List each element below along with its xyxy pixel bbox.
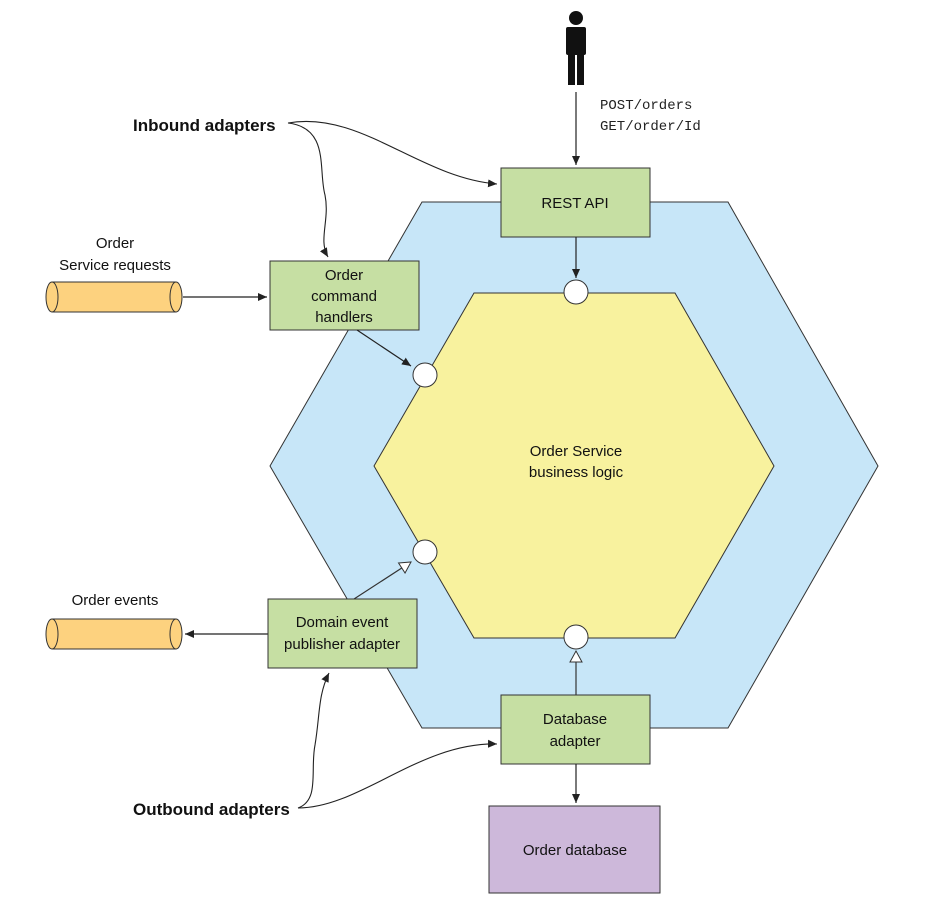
inner-hexagon xyxy=(373,292,775,639)
outbound-to-publisher-curve xyxy=(297,672,330,809)
api-endpoint-post: POST/orders xyxy=(600,98,692,114)
port-upper-left xyxy=(412,362,438,388)
database-adapter-box xyxy=(500,694,651,765)
core-label-line2: business logic xyxy=(529,464,624,481)
requests-label-line2: Service requests xyxy=(59,257,171,274)
core-label-line1: Order Service xyxy=(530,443,623,460)
inbound-to-rest-curve xyxy=(287,120,498,188)
order-events-label: Order events xyxy=(72,592,159,609)
command-label-line1: Order xyxy=(325,267,363,284)
db-adapter-label-line2: adapter xyxy=(550,733,601,750)
handlers-to-port-arrow xyxy=(356,329,412,367)
order-command-handlers-box xyxy=(269,260,420,331)
publisher-label-line1: Domain event xyxy=(296,614,389,631)
port-top xyxy=(563,279,589,305)
outbound-to-db-adapter-curve xyxy=(297,739,498,809)
port-lower-left xyxy=(412,539,438,565)
rest-api-box xyxy=(500,167,651,238)
publisher-label-line2: publisher adapter xyxy=(284,636,400,653)
order-database-label: Order database xyxy=(523,842,627,859)
api-endpoint-get: GET/order/Id xyxy=(600,119,701,135)
requests-label-line1: Order xyxy=(96,235,134,252)
db-adapter-label-line1: Database xyxy=(543,711,607,728)
port-bottom xyxy=(563,624,589,650)
inbound-to-handlers-curve xyxy=(287,122,329,258)
order-database-box xyxy=(488,805,661,894)
order-events-channel xyxy=(45,618,183,650)
command-label-line2: command xyxy=(311,288,377,305)
domain-event-publisher-box xyxy=(267,598,418,669)
order-service-requests-channel xyxy=(45,281,183,313)
command-label-line3: handlers xyxy=(315,309,373,326)
rest-api-label: REST API xyxy=(541,195,608,212)
publisher-to-port-arrow xyxy=(353,561,412,600)
user-icon xyxy=(566,11,586,85)
inbound-adapters-label: Inbound adapters xyxy=(133,116,276,135)
outbound-adapters-label: Outbound adapters xyxy=(133,800,290,819)
